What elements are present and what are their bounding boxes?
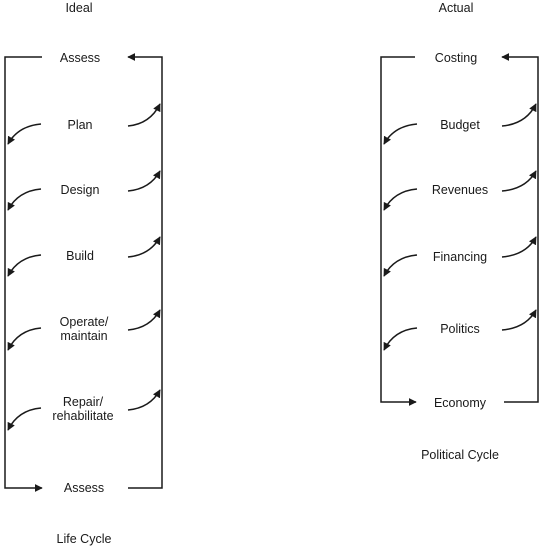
life-cycle-forward-arrow-operate	[127, 309, 161, 331]
life-cycle-forward-arrow-build	[127, 236, 161, 258]
life-cycle-flow	[4, 53, 163, 492]
life-cycle-forward-arrow-plan	[127, 103, 161, 127]
life-cycle-forward-arrow-design	[127, 170, 161, 192]
political-cycle-feedback-arrow-financing	[383, 254, 418, 277]
political-cycle-feedback-arrow-revenues	[383, 188, 418, 211]
political-cycle-forward-arrow-politics	[501, 309, 537, 331]
actual-heading: Actual	[438, 1, 474, 15]
life-cycle-stage-assess-bottom: Assess	[63, 481, 105, 495]
life-cycle-feedback-arrow-plan	[7, 123, 42, 145]
life-cycle-stage-repair-rehabilitate: Repair/ rehabilitate	[52, 395, 114, 423]
political-cycle-stage-revenues: Revenues	[431, 183, 489, 197]
political-cycle-stage-economy: Economy	[433, 396, 487, 410]
political-cycle-stage-budget: Budget	[440, 118, 480, 132]
life-cycle-feedback-arrow-design	[7, 188, 42, 211]
political-cycle-forward-arrow-financing	[501, 236, 537, 258]
political-cycle-caption: Political Cycle	[421, 448, 499, 462]
life-cycle-feedback-arrow-operate	[7, 327, 42, 351]
ideal-heading: Ideal	[65, 1, 93, 15]
life-cycle-left-bracket	[4, 56, 43, 492]
life-cycle-stage-design: Design	[60, 183, 100, 197]
political-cycle-feedback-arrow-budget	[383, 123, 418, 145]
political-cycle-stage-costing: Costing	[434, 51, 478, 65]
life-cycle-stage-build: Build	[66, 249, 94, 263]
political-cycle-flow	[380, 53, 539, 406]
political-cycle-stage-politics: Politics	[440, 322, 480, 336]
political-cycle-forward-arrow-revenues	[501, 170, 537, 192]
life-cycle-caption: Life Cycle	[56, 532, 112, 546]
political-cycle-stage-financing: Financing	[432, 250, 488, 264]
life-cycle-stage-operate-maintain: Operate/ maintain	[59, 315, 109, 343]
life-cycle-stage-plan: Plan	[67, 118, 93, 132]
life-cycle-feedback-arrow-repair	[7, 407, 42, 431]
life-cycle-right-bracket	[127, 53, 163, 489]
life-cycle-stage-assess-top: Assess	[59, 51, 101, 65]
political-cycle-forward-arrow-budget	[501, 103, 537, 127]
political-cycle-feedback-arrow-politics	[383, 327, 418, 351]
political-cycle-left-bracket	[380, 56, 417, 406]
life-cycle-forward-arrow-repair	[127, 389, 161, 411]
political-cycle-right-bracket	[501, 53, 539, 403]
life-cycle-feedback-arrow-build	[7, 254, 42, 277]
